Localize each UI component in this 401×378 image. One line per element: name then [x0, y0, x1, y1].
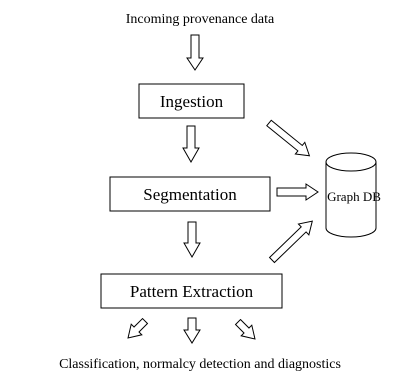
segmentation-box [109, 176, 271, 212]
graph-db-label: Graph DB [327, 189, 381, 204]
arrow-pattern-extraction-to-graph-db [268, 220, 313, 264]
arrow-output-right [234, 318, 256, 340]
graph-db-cylinder [325, 152, 377, 238]
arrow-segmentation-to-pattern-extraction [183, 221, 201, 259]
arrow-ingestion-to-graph-db [266, 119, 311, 157]
segmentation-label: Segmentation [143, 185, 237, 204]
arrow-ingestion-to-segmentation [182, 125, 200, 164]
input-label: Incoming provenance data [126, 12, 275, 27]
arrow-output-center [183, 317, 201, 344]
arrow-segmentation-to-graph-db [276, 183, 319, 201]
ingestion-box [138, 83, 245, 119]
pattern-extraction-box [100, 273, 283, 309]
output-label: Classification, normalcy detection and d… [59, 357, 341, 372]
arrow-input-to-ingestion [186, 34, 204, 71]
arrow-output-left [127, 317, 149, 339]
ingestion-label: Ingestion [160, 92, 224, 111]
pattern-extraction-label: Pattern Extraction [130, 282, 254, 301]
